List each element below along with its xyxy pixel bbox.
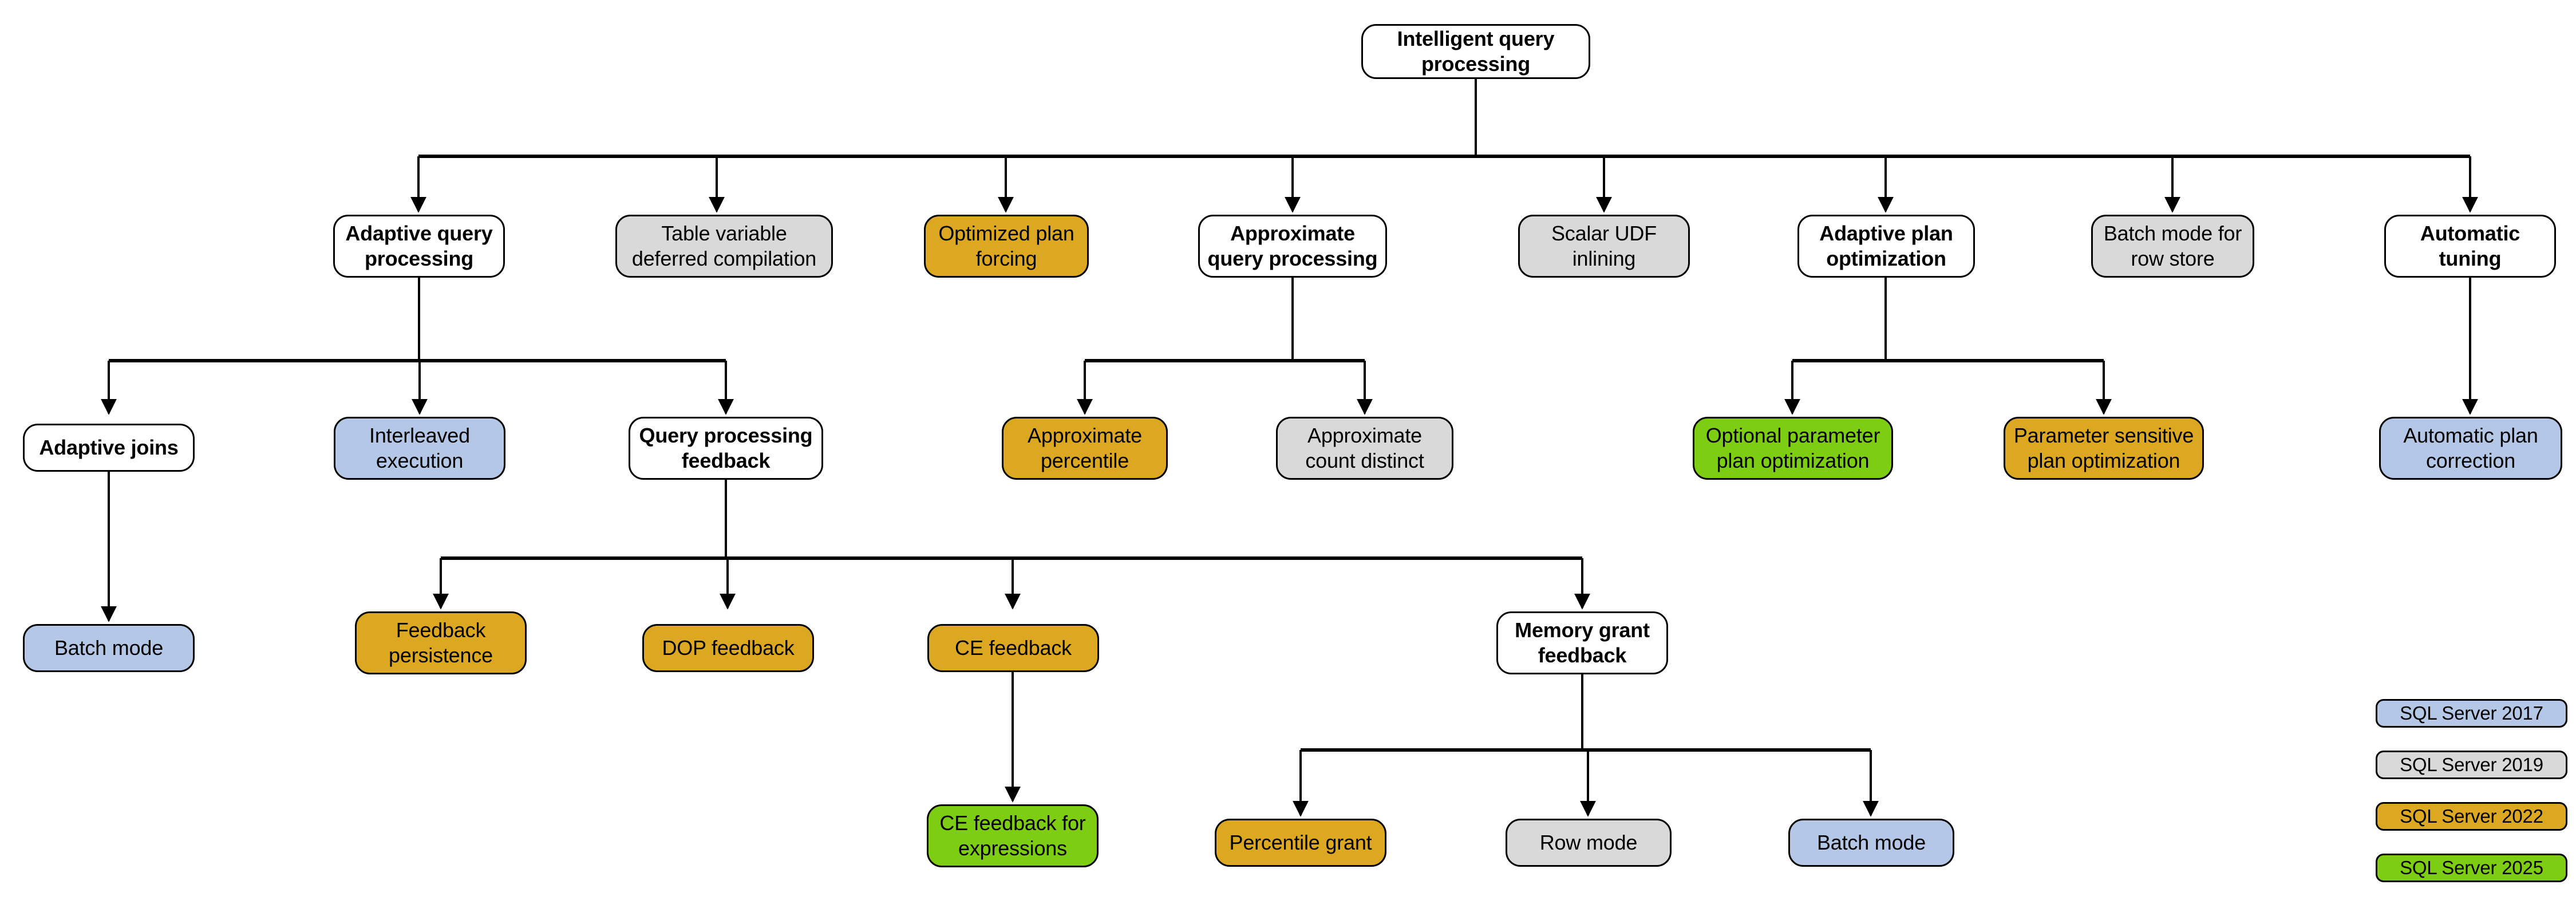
node-label: Row mode: [1539, 831, 1638, 855]
node-label: Optional parameter plan optimization: [1705, 424, 1880, 472]
node-label: Intelligent query processing: [1397, 27, 1555, 76]
node-cefb[interactable]: CE feedback: [927, 624, 1099, 672]
node-apo[interactable]: Adaptive plan optimization: [1797, 215, 1975, 278]
node-label: CE feedback for expressions: [939, 811, 1086, 860]
node-qpf[interactable]: Query processing feedback: [629, 417, 823, 480]
legend-label: SQL Server 2022: [2400, 806, 2543, 827]
node-label: Interleaved execution: [369, 424, 470, 472]
node-pctgrant[interactable]: Percentile grant: [1215, 819, 1386, 867]
node-label: Approximate query processing: [1207, 222, 1378, 270]
node-udf[interactable]: Scalar UDF inlining: [1518, 215, 1690, 278]
node-label: Memory grant feedback: [1515, 618, 1650, 667]
node-autotune[interactable]: Automatic tuning: [2384, 215, 2556, 278]
node-label: Batch mode: [54, 636, 164, 660]
legend-item-sql-server-2022: SQL Server 2022: [2376, 802, 2567, 831]
node-approxqp[interactable]: Approximate query processing: [1198, 215, 1387, 278]
node-label: Batch mode: [1816, 831, 1926, 855]
node-label: Approximate percentile: [1028, 424, 1142, 472]
node-opf[interactable]: Optimized plan forcing: [924, 215, 1089, 278]
node-label: Adaptive query processing: [345, 222, 493, 270]
node-label: Query processing feedback: [639, 424, 813, 472]
node-aqp[interactable]: Adaptive query processing: [333, 215, 505, 278]
node-label: Scalar UDF inlining: [1551, 222, 1657, 270]
node-label: Adaptive joins: [39, 436, 179, 460]
node-tvdc[interactable]: Table variable deferred compilation: [615, 215, 833, 278]
node-label: Optimized plan forcing: [938, 222, 1074, 270]
node-pspo[interactable]: Parameter sensitive plan optimization: [2004, 417, 2204, 480]
legend-label: SQL Server 2019: [2400, 754, 2543, 775]
node-bmode2[interactable]: Batch mode: [1788, 819, 1954, 867]
node-label: CE feedback: [955, 636, 1072, 660]
node-fbpersist[interactable]: Feedback persistence: [355, 611, 527, 674]
node-bmode1[interactable]: Batch mode: [23, 624, 195, 672]
node-cefbexpr[interactable]: CE feedback for expressions: [927, 804, 1099, 867]
node-label: Automatic plan correction: [2403, 424, 2538, 472]
node-label: Batch mode for row store: [2103, 222, 2242, 270]
node-label: Automatic tuning: [2420, 222, 2520, 270]
node-ajoins[interactable]: Adaptive joins: [23, 424, 195, 472]
legend-item-sql-server-2017: SQL Server 2017: [2376, 699, 2567, 728]
legend-item-sql-server-2025: SQL Server 2025: [2376, 854, 2567, 882]
node-label: Feedback persistence: [389, 618, 493, 667]
node-bmrs[interactable]: Batch mode for row store: [2091, 215, 2254, 278]
node-label: Approximate count distinct: [1305, 424, 1424, 472]
node-rowmode[interactable]: Row mode: [1506, 819, 1672, 867]
node-label: DOP feedback: [662, 636, 795, 660]
node-oppo[interactable]: Optional parameter plan optimization: [1693, 417, 1893, 480]
node-label: Adaptive plan optimization: [1819, 222, 1953, 270]
node-root[interactable]: Intelligent query processing: [1361, 24, 1590, 79]
node-label: Percentile grant: [1229, 831, 1372, 855]
node-label: Table variable deferred compilation: [631, 222, 817, 270]
legend-item-sql-server-2019: SQL Server 2019: [2376, 751, 2567, 779]
node-dopfb[interactable]: DOP feedback: [642, 624, 814, 672]
node-ilexec[interactable]: Interleaved execution: [334, 417, 505, 480]
node-approxpct[interactable]: Approximate percentile: [1002, 417, 1168, 480]
legend-label: SQL Server 2025: [2400, 857, 2543, 878]
node-apc[interactable]: Automatic plan correction: [2379, 417, 2562, 480]
legend-label: SQL Server 2017: [2400, 702, 2543, 724]
node-label: Parameter sensitive plan optimization: [2013, 424, 2194, 472]
node-approxcd[interactable]: Approximate count distinct: [1276, 417, 1453, 480]
node-mgfb[interactable]: Memory grant feedback: [1496, 611, 1668, 674]
